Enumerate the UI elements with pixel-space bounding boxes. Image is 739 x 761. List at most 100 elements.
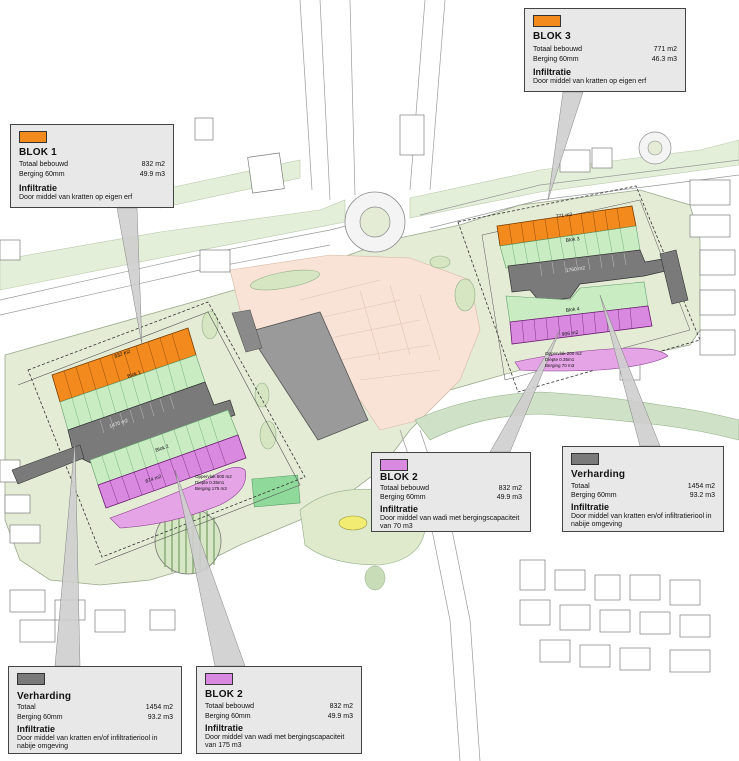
pond xyxy=(338,515,368,531)
label-right-blok4: Blok 4 xyxy=(565,306,580,314)
blok4-roofs xyxy=(509,305,653,345)
blok1-garden-dividers xyxy=(71,360,189,427)
row-value: 49.9 m3 xyxy=(496,494,522,501)
callout-infiltration-title: Infiltratie xyxy=(533,67,572,77)
row-value: 771 m2 xyxy=(653,46,677,53)
label-right-orange: 771 m2 xyxy=(555,212,573,220)
callout-description: Door middel van kratten en/of infiltrati… xyxy=(17,735,158,750)
label-left-blok1: Blok 1 xyxy=(127,370,142,380)
row-value: 1454 m2 xyxy=(687,483,715,490)
central-hall xyxy=(247,311,369,441)
sports-field xyxy=(251,474,301,508)
swatch-orange xyxy=(533,15,561,27)
row-label: Totaal bebouwd xyxy=(533,46,583,53)
roundabout xyxy=(344,191,406,253)
plaza-lines xyxy=(299,279,441,381)
callout-infiltration-title: Infiltratie xyxy=(17,724,56,734)
callout-row-storage: Berging 60mm 46.3 m3 xyxy=(533,56,677,63)
label-left-orange: 832 m2 xyxy=(114,349,132,360)
callout-row-total: Totaal bebouwd 832 m2 xyxy=(19,161,165,168)
row-label: Berging 60mm xyxy=(17,714,63,721)
callout-title: BLOK 1 xyxy=(19,147,57,158)
row-value: 93.2 m3 xyxy=(147,714,173,721)
callout-row-total: Totaal 1454 m2 xyxy=(17,704,173,711)
callout-blok2-bottom: BLOK 2 Totaal bebouwd 832 m2 Berging 60m… xyxy=(196,666,362,754)
hall-annex xyxy=(231,309,263,353)
callout-leaders xyxy=(54,91,661,667)
row-value: 49.9 m3 xyxy=(139,171,165,178)
callout-row-total: Totaal 1454 m2 xyxy=(571,483,715,490)
label-right-wadi-3: Berging 70 m3 xyxy=(545,363,575,368)
callout-description: Door middel van kratten op eigen erf xyxy=(533,78,647,85)
label-left-wadi-2: Diepte 0.35m1 xyxy=(195,480,225,485)
right-paving xyxy=(507,249,671,303)
row-label: Berging 60mm xyxy=(380,494,426,501)
creek-bank xyxy=(414,391,739,441)
surrounding-buildings xyxy=(0,114,736,673)
swatch-pink xyxy=(380,459,408,471)
label-right-grey: 1760 m2 xyxy=(565,265,585,274)
callout-infiltration-title: Infiltratie xyxy=(205,723,244,733)
blok3-garden-dividers xyxy=(511,227,625,267)
left-plot-line xyxy=(17,311,301,566)
row-label: Berging 60mm xyxy=(571,492,617,499)
right-parking-stripes xyxy=(539,252,627,277)
blok3-dividers xyxy=(508,207,621,245)
right-wadi xyxy=(514,347,669,372)
row-label: Berging 60mm xyxy=(19,171,65,178)
row-value: 832 m2 xyxy=(498,485,522,492)
left-wadi xyxy=(109,467,247,529)
row-label: Totaal xyxy=(17,704,36,711)
row-label: Totaal bebouwd xyxy=(205,703,255,710)
callout-blok1: BLOK 1 Totaal bebouwd 832 m2 Berging 60m… xyxy=(10,124,174,208)
callout-title: Verharding xyxy=(571,469,626,480)
callout-row-storage: Berging 60mm 93.2 m3 xyxy=(17,714,173,721)
blok2-roofs xyxy=(97,434,247,509)
blok2-garden-dividers xyxy=(101,416,219,482)
callout-description: Door middel van wadi met bergingscapacit… xyxy=(205,734,345,749)
right-plot-line xyxy=(481,199,691,381)
parking-stripes xyxy=(99,395,175,434)
callout-row-storage: Berging 60mm 93.2 m3 xyxy=(571,492,715,499)
row-label: Berging 60mm xyxy=(205,713,251,720)
blok4-dividers xyxy=(521,307,633,343)
swatch-grey xyxy=(571,453,599,465)
row-label: Totaal bebouwd xyxy=(380,485,430,492)
callout-blok2-right: BLOK 2 Totaal bebouwd 832 m2 Berging 60m… xyxy=(371,452,531,532)
left-access-road xyxy=(11,444,85,485)
label-left-wadi-1: Oppervlak 500 m2 xyxy=(195,474,232,479)
row-value: 832 m2 xyxy=(329,703,353,710)
swatch-pink xyxy=(205,673,233,685)
label-left-pink: 874 m2 xyxy=(145,474,163,485)
callout-verharding-left: Verharding Totaal 1454 m2 Berging 60mm 9… xyxy=(8,666,182,754)
blok1-dividers xyxy=(63,333,181,399)
callout-row-total: Totaal bebouwd 832 m2 xyxy=(205,703,353,710)
label-right-wadi-1: Oppervlak 200 m2 xyxy=(545,351,582,356)
label-left-blok2: Blok 2 xyxy=(155,444,170,454)
callout-row-storage: Berging 60mm 49.9 m3 xyxy=(19,171,165,178)
swatch-orange xyxy=(19,131,47,143)
green-islands xyxy=(201,255,476,450)
callout-verharding-right: Verharding Totaal 1454 m2 Berging 60mm 9… xyxy=(562,446,724,532)
callout-blok3: BLOK 3 Totaal bebouwd 771 m2 Berging 60m… xyxy=(524,8,686,92)
callout-row-total: Totaal bebouwd 832 m2 xyxy=(380,485,522,492)
callout-description: Door middel van kratten op eigen erf xyxy=(19,194,133,201)
row-label: Totaal xyxy=(571,483,590,490)
callout-description: Door middel van kratten en/of infiltrati… xyxy=(571,513,712,528)
callout-row-storage: Berging 60mm 49.9 m3 xyxy=(380,494,522,501)
callout-title: BLOK 3 xyxy=(533,31,571,42)
row-value: 93.2 m3 xyxy=(689,492,715,499)
row-label: Berging 60mm xyxy=(533,56,579,63)
roundabout-small xyxy=(638,131,672,165)
label-right-pink: 906 m2 xyxy=(561,330,579,338)
callout-title: Verharding xyxy=(17,691,72,702)
right-access-road xyxy=(659,249,689,305)
row-label: Totaal bebouwd xyxy=(19,161,69,168)
label-right-blok3: Blok 3 xyxy=(565,236,580,244)
label-left-wadi-3: Berging 175 m3 xyxy=(195,486,227,491)
callout-infiltration-title: Infiltratie xyxy=(380,504,419,514)
blok2-dividers xyxy=(109,441,227,505)
callout-title: BLOK 2 xyxy=(380,472,418,483)
left-plot-boundary xyxy=(27,301,306,558)
